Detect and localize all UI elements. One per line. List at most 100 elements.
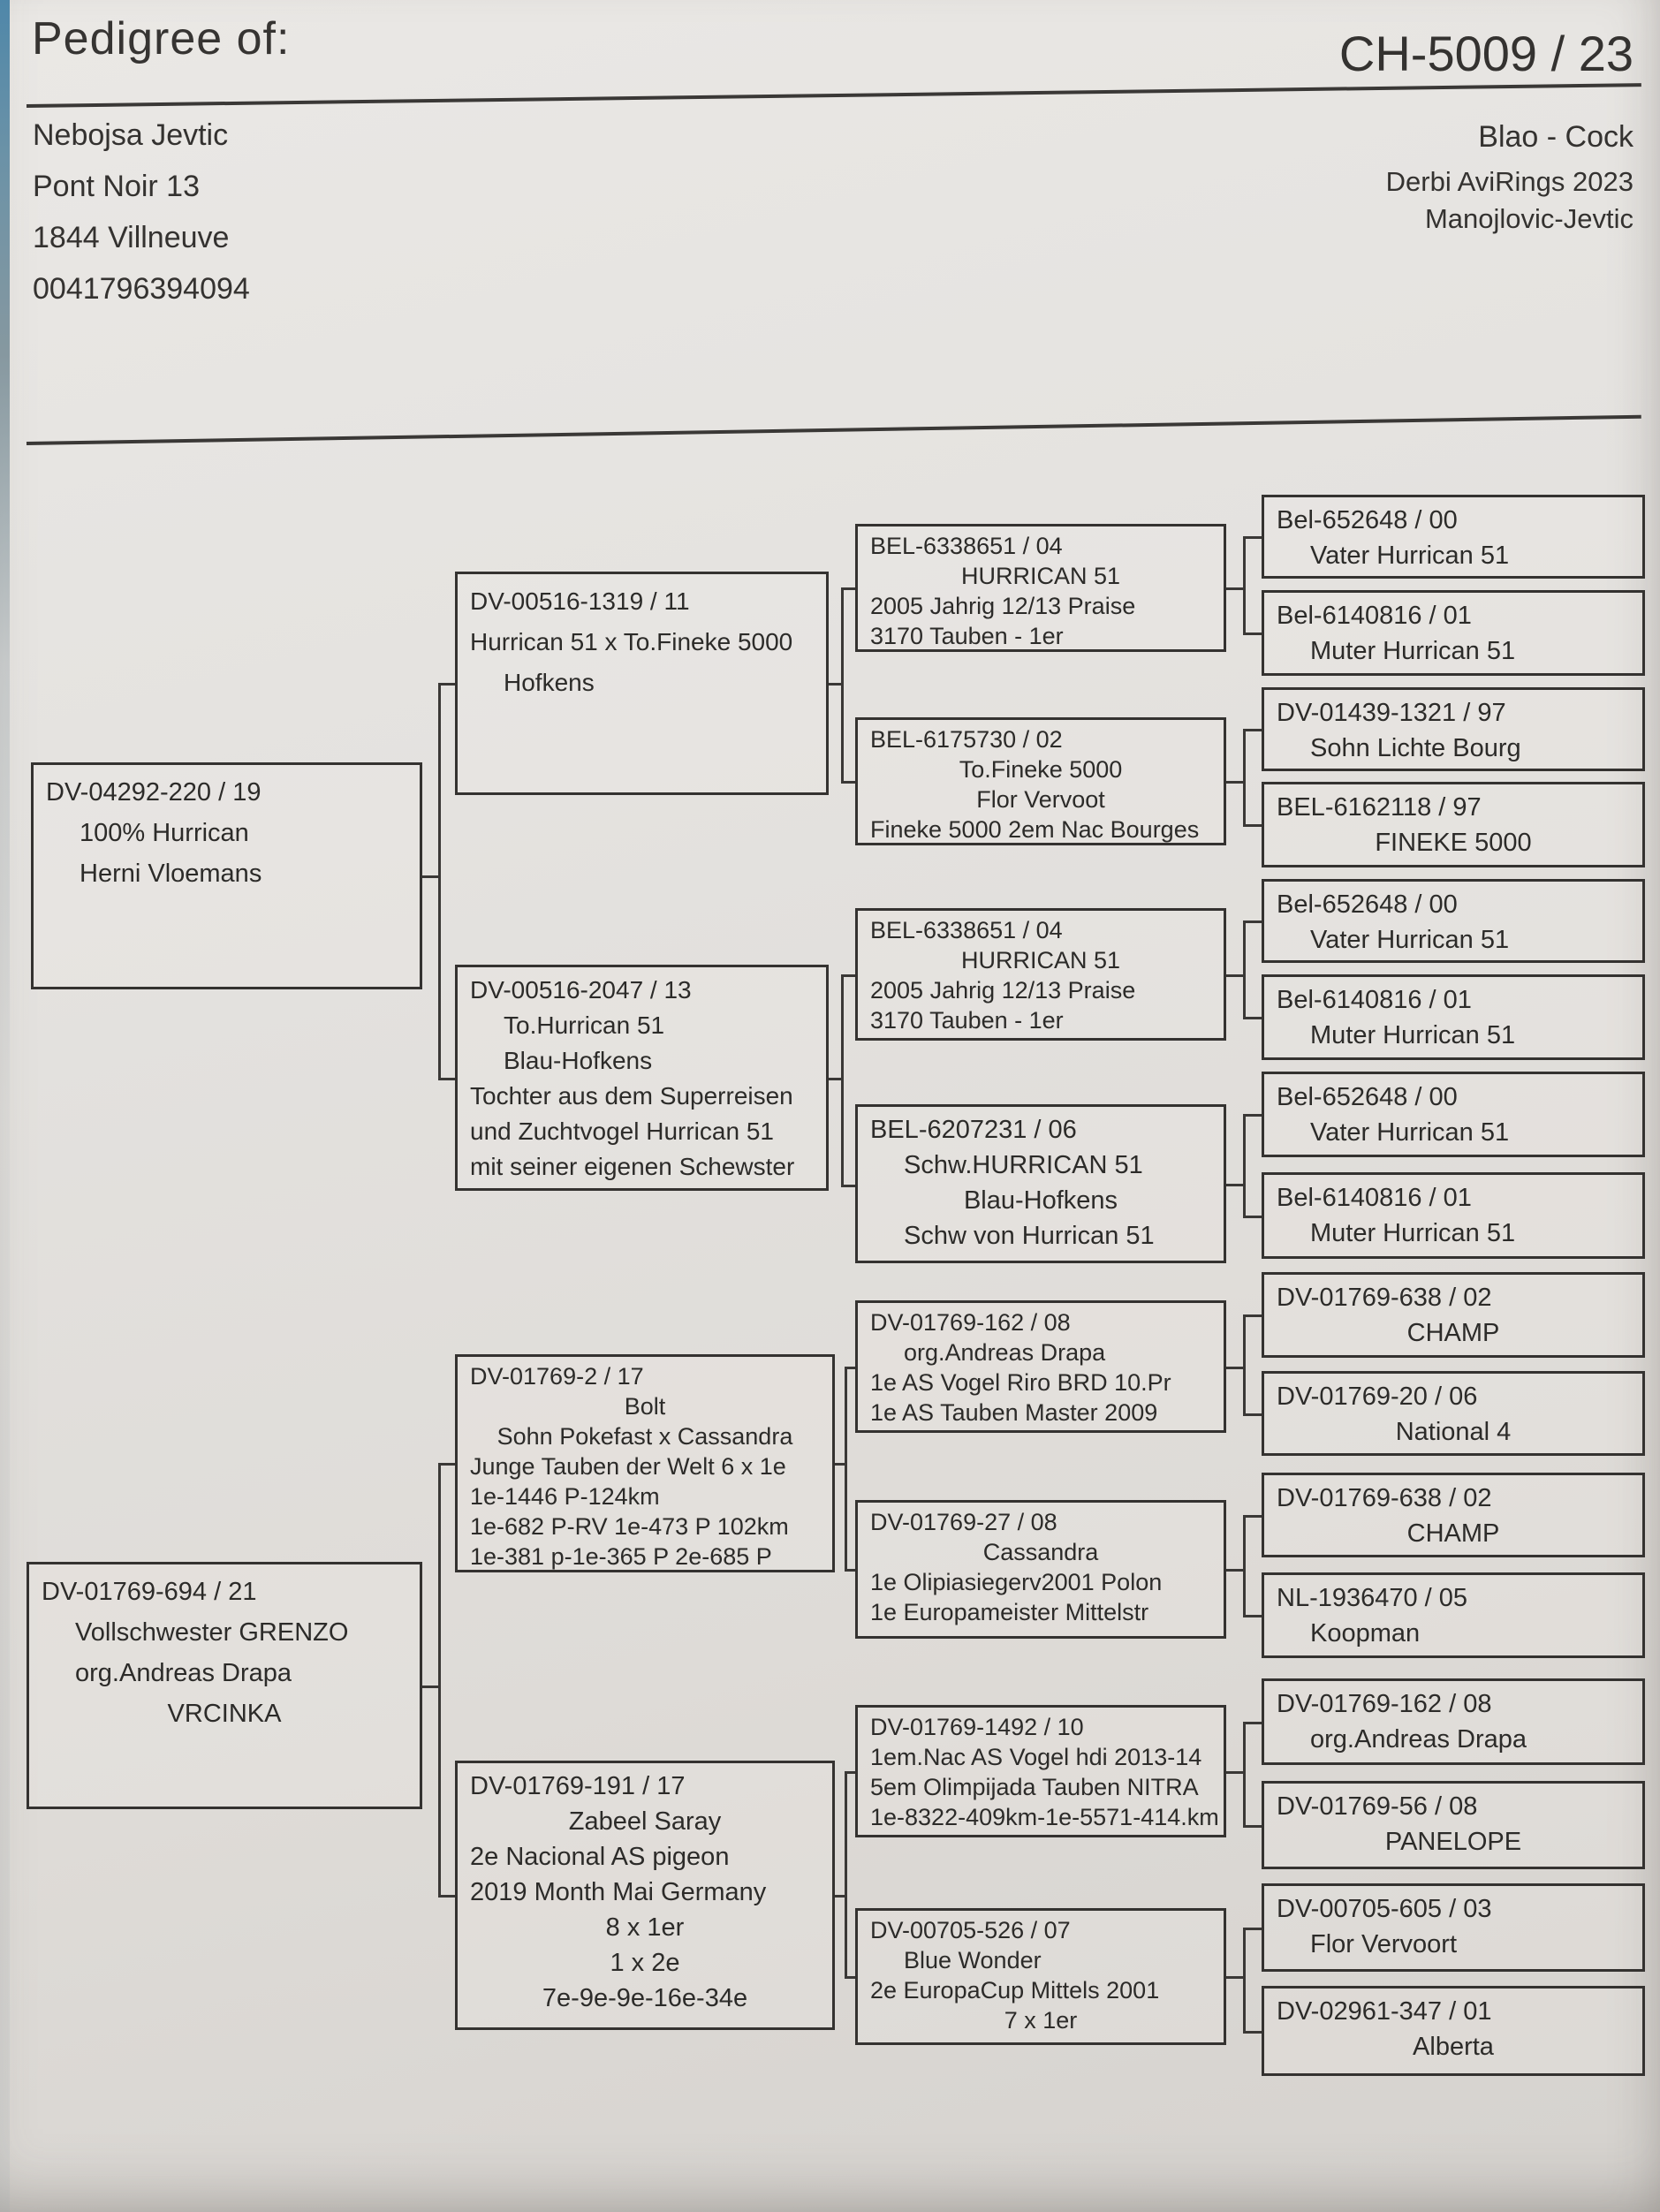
pedigree-box-line: Sohn Lichte Bourg — [1310, 734, 1521, 762]
pedigree-box-line: Schw von Hurrican 51 — [904, 1222, 1155, 1250]
connector-line — [1243, 920, 1262, 923]
pedigree-box-line: 1e AS Tauben Master 2009 — [870, 1399, 1158, 1426]
bird-event: Derbi AviRings 2023 — [1385, 166, 1633, 197]
connector-line — [1243, 1314, 1262, 1317]
pedigree-box-line: HURRICAN 51 — [960, 947, 1121, 973]
pedigree-box-line: DV-01439-1321 / 97 — [1277, 699, 1506, 727]
connector-line — [1243, 1825, 1262, 1828]
pedigree-box-line: Blue Wonder — [904, 1947, 1042, 1973]
owner-name: Nebojsa Jevtic — [33, 118, 229, 152]
pedigree-box-line: Tochter aus dem Superreisen — [470, 1082, 793, 1110]
pedigree-box-line: Alberta — [1413, 2033, 1494, 2061]
connector-line — [1243, 536, 1246, 635]
connector-line — [1226, 1367, 1243, 1369]
pedigree-box-line: 2019 Month Mai Germany — [470, 1878, 767, 1906]
pedigree-box-line: Vater Hurrican 51 — [1310, 1118, 1510, 1147]
pedigree-box-line: Koopman — [1310, 1619, 1421, 1648]
connector-line — [1243, 1314, 1246, 1416]
pedigree-box-line: Blau-Hofkens — [963, 1186, 1118, 1215]
pedigree-box-line: 5em Olimpijada Tauben NITRA — [870, 1774, 1199, 1800]
pedigree-box-line: BEL-6338651 / 04 — [870, 533, 1063, 559]
connector-line — [1226, 974, 1243, 977]
pedigree-box-line: 2005 Jahrig 12/13 Praise — [870, 977, 1136, 1004]
connector-line — [845, 1569, 855, 1572]
pedigree-box-line: Schw.HURRICAN 51 — [904, 1151, 1143, 1179]
pedigree-box-line: 2005 Jahrig 12/13 Praise — [870, 593, 1136, 619]
connector-line — [1243, 920, 1246, 1019]
connector-line — [1243, 1615, 1262, 1617]
owner-street: Pont Noir 13 — [33, 170, 200, 203]
pedigree-box-line: PANELOPE — [1384, 1828, 1522, 1856]
pedigree-box-line: Junge Tauben der Welt 6 x 1e — [470, 1453, 786, 1480]
connector-line — [438, 683, 455, 686]
pedigree-box-line: Vater Hurrican 51 — [1310, 542, 1510, 570]
pedigree-box-line: 7e-9e-9e-16e-34e — [542, 1984, 748, 2012]
connector-line — [1243, 1928, 1262, 1930]
connector-line — [1243, 1515, 1246, 1617]
connector-line — [845, 1771, 855, 1774]
pedigree-box-line: Cassandra — [982, 1539, 1099, 1565]
connector-line — [1243, 1114, 1246, 1218]
connector-line — [422, 875, 438, 878]
pedigree-box-line: BEL-6175730 / 02 — [870, 726, 1063, 753]
connector-line — [829, 683, 841, 686]
pedigree-box-line: Hurrican 51 x To.Fineke 5000 — [470, 628, 793, 655]
pedigree-box-line: Blau-Hofkens — [504, 1047, 653, 1074]
section-rule — [26, 414, 1641, 445]
pedigree-box-line: Bel-652648 / 00 — [1277, 890, 1458, 919]
pedigree-box-line: BEL-6207231 / 06 — [870, 1116, 1077, 1144]
connector-line — [1226, 1569, 1243, 1572]
pedigree-box-line: org.Andreas Drapa — [904, 1339, 1106, 1366]
connector-line — [1243, 729, 1262, 731]
pedigree-box-gen3-4: BEL-6207231 / 06 Schw.HURRICAN 51 Blau-Hof… — [855, 1104, 1226, 1263]
connector-line — [845, 1367, 855, 1369]
pedigree-box-line: 2e Nacional AS pigeon — [470, 1843, 730, 1871]
pedigree-box-line: Fineke 5000 2em Nac Bourges — [870, 816, 1200, 843]
pedigree-box-line: Flor Vervoot — [976, 786, 1105, 813]
header-rule — [26, 83, 1641, 108]
pedigree-box-line: DV-01769-638 / 02 — [1277, 1484, 1492, 1512]
connector-line — [1243, 729, 1246, 827]
pedigree-box-line: DV-01769-191 / 17 — [470, 1772, 686, 1800]
ring-number: CH-5009 / 23 — [1338, 26, 1633, 81]
pedigree-box-gen3-5: DV-01769-162 / 08 org.Andreas Drapa 1e AS … — [855, 1300, 1226, 1433]
pedigree-box-line: Bel-6140816 / 01 — [1277, 1184, 1472, 1212]
connector-line — [845, 1976, 855, 1979]
pedigree-box-line: Muter Hurrican 51 — [1310, 1219, 1516, 1247]
connector-line — [841, 974, 844, 1187]
pedigree-box-gen4-1: Bel-652648 / 00 Vater Hurrican 51 — [1262, 495, 1645, 579]
pedigree-box-line: DV-01769-162 / 08 — [870, 1309, 1071, 1336]
connector-line — [1243, 1216, 1262, 1218]
connector-line — [1226, 781, 1243, 784]
connector-line — [835, 1463, 845, 1466]
connector-line — [1243, 536, 1262, 539]
pedigree-box-gen3-3: BEL-6338651 / 04 HURRICAN 51 2005 Jahrig 1… — [855, 908, 1226, 1041]
pedigree-box-line: Bel-652648 / 00 — [1277, 506, 1458, 534]
connector-line — [845, 1367, 847, 1572]
pedigree-box-line: DV-04292-220 / 19 — [46, 778, 262, 807]
pedigree-box-line: 1e-381 p-1e-365 P 2e-685 P — [470, 1543, 772, 1570]
connector-line — [1243, 1722, 1246, 1828]
pedigree-box-line: DV-00705-526 / 07 — [870, 1917, 1071, 1943]
pedigree-box-line: 1e AS Vogel Riro BRD 10.Pr — [870, 1369, 1171, 1396]
pedigree-box-line: BEL-6338651 / 04 — [870, 917, 1063, 943]
pedigree-box-line: BEL-6162118 / 97 — [1277, 793, 1482, 822]
pedigree-box-line: Bel-652648 / 00 — [1277, 1083, 1458, 1111]
connector-line — [1243, 633, 1262, 635]
bird-breeder: Manojlovic-Jevtic — [1424, 203, 1633, 234]
